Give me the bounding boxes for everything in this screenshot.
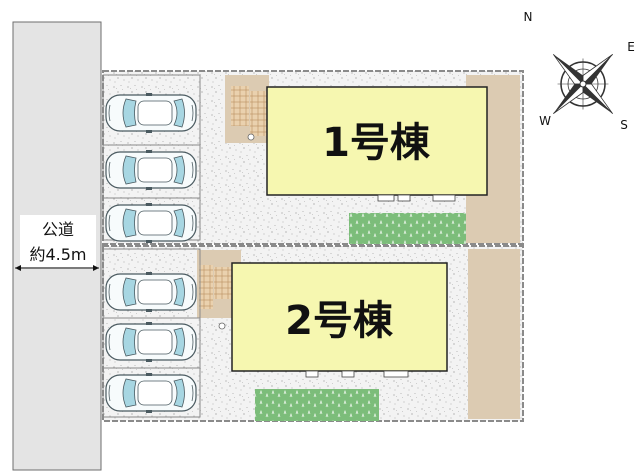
building-2-label: 2号棟 [285, 298, 394, 344]
parked-car-4 [105, 271, 197, 313]
parked-car-2 [105, 149, 197, 191]
road-width-arrowhead-right [93, 265, 99, 271]
compass-north: N [524, 10, 533, 24]
lot-2-meter [218, 322, 226, 330]
building-1-window-1 [377, 194, 395, 202]
building-1-label: 1号棟 [322, 120, 431, 166]
building-2-window-1 [305, 370, 319, 378]
lot-1-tile-step [231, 86, 249, 126]
lot-1-planting [349, 213, 466, 244]
building-1-window-3 [432, 194, 456, 202]
building-1 [266, 86, 488, 196]
compass-south: S [620, 118, 628, 132]
lot-2-side-path [468, 249, 520, 419]
parked-car-3 [105, 202, 197, 244]
compass-west: W [539, 114, 551, 128]
lot-1-meter [247, 133, 255, 141]
building-2-window-3 [383, 370, 409, 378]
building-2-window-2 [341, 370, 355, 378]
compass-rose [552, 53, 614, 115]
lot-2-tile-step [199, 265, 213, 309]
building-2 [231, 262, 448, 372]
road-width-arrowhead-left [15, 265, 21, 271]
parked-car-1 [105, 92, 197, 134]
building-1-window-2 [397, 194, 411, 202]
road-width: 約4.5m [29, 245, 86, 264]
lot-2-planting [255, 389, 379, 421]
road-label-backdrop [20, 215, 96, 267]
road-name: 公道 [42, 220, 74, 239]
parked-car-6 [105, 372, 197, 414]
parked-car-5 [105, 321, 197, 363]
compass-east: E [627, 40, 635, 54]
